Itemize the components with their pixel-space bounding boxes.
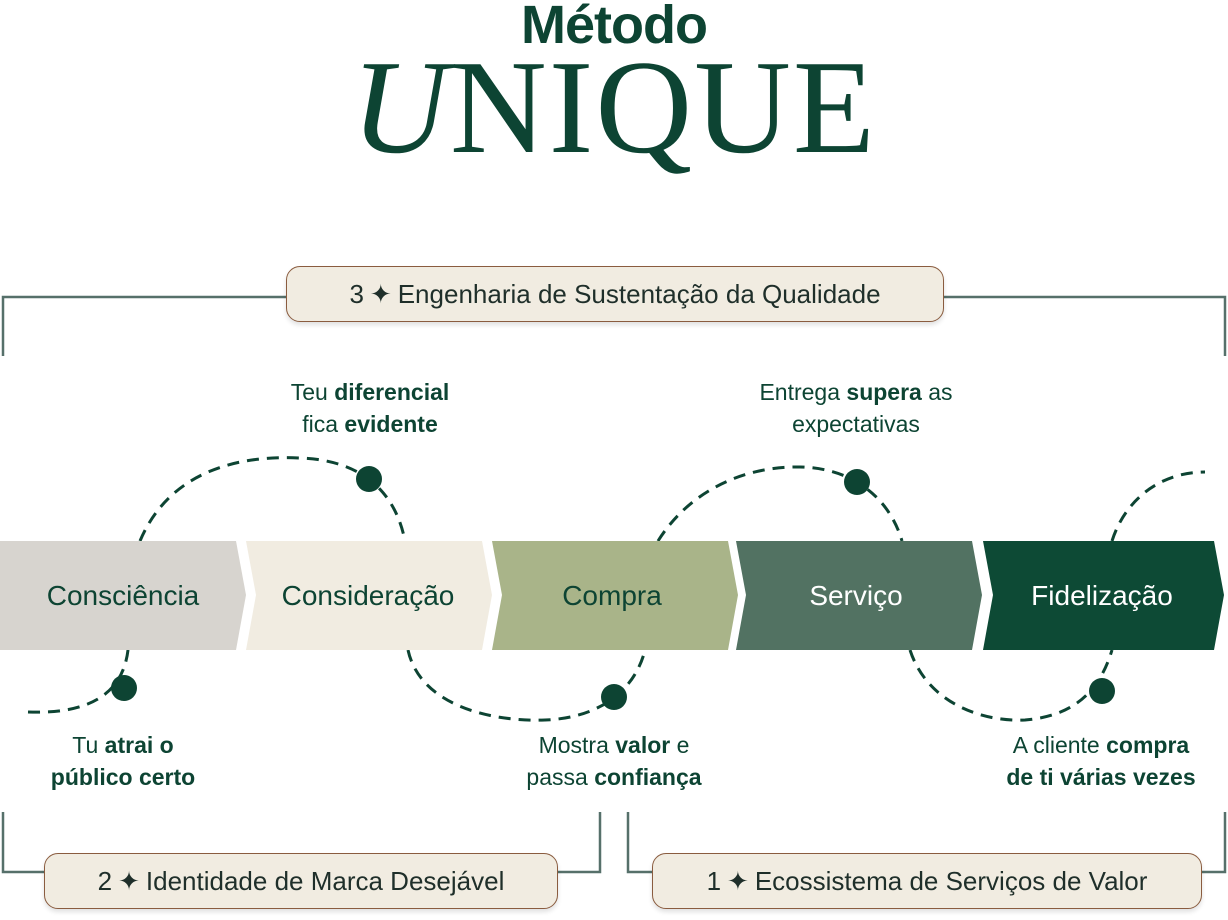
stage-arrow-consciencia [0, 541, 246, 650]
dot-fidelizacao [1089, 678, 1115, 704]
stage-label-consciencia: Consciência [46, 579, 200, 611]
note-compra: Mostra valor e passa confiança [526, 732, 702, 790]
dot-servico [844, 469, 870, 495]
bracket-bottom-left [1, 812, 602, 874]
title-unique-rest: NIQUE [449, 33, 877, 181]
star-icon: ✦ [727, 865, 749, 896]
bracket-top [1, 295, 1227, 356]
stage-label-compra: Compra [562, 579, 662, 611]
bracket-bottom-right [626, 812, 1227, 874]
pillar-3-label: 3✦Engenharia de Sustentação da Qualidade [286, 266, 944, 322]
journey-dashed-curve [27, 456, 1206, 722]
star-icon: ✦ [369, 278, 392, 309]
pillar-2-label: 2✦Identidade de Marca Desejável [44, 853, 558, 909]
title-metodo: Método [521, 0, 708, 55]
note-servico: Entrega supera as expectativas [759, 379, 953, 437]
title-unique: UNIQUE [0, 40, 1228, 174]
note-consciencia: Tu atrai o público certo [50, 732, 196, 790]
dot-compra [601, 684, 627, 710]
title-unique-initial: U [351, 33, 450, 181]
dot-consideracao [356, 466, 382, 492]
stage-arrow-compra [492, 541, 738, 650]
note-consideracao: Teu diferencial fica evidente [290, 379, 450, 437]
stage-label-fidelizacao: Fidelização [1031, 579, 1173, 611]
stage-label-consideracao: Consideração [281, 579, 455, 611]
stage-label-servico: Serviço [809, 579, 903, 611]
star-icon: ✦ [118, 865, 140, 896]
stage-arrow-servico [736, 541, 982, 650]
stage-arrow-consideracao [246, 541, 492, 650]
stage-arrow-fidelizacao [983, 541, 1224, 650]
dot-consciencia [111, 675, 137, 701]
pillar-1-label: 1✦Ecossistema de Serviços de Valor [652, 853, 1202, 909]
note-fidelizacao: A cliente compra de ti várias vezes [1006, 732, 1196, 790]
